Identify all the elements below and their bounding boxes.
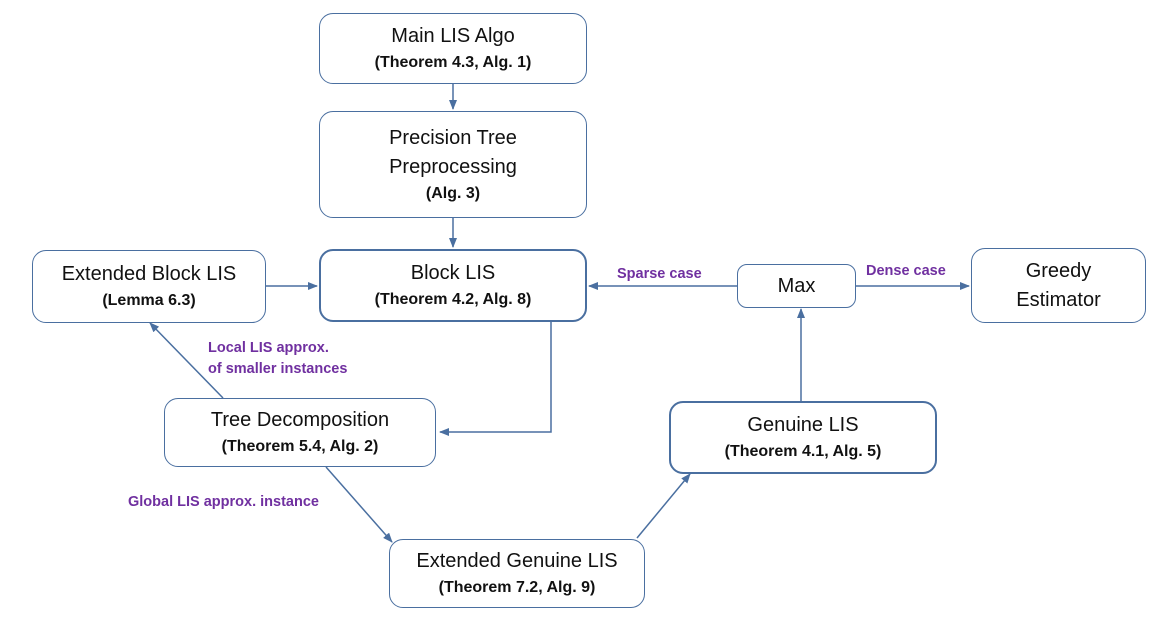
edge-extended-genuine-to-genuine <box>636 473 691 539</box>
dense-case-label: Dense case <box>866 263 946 279</box>
greedy-title-line2: Estimator <box>1016 288 1101 311</box>
local-approx-label-line2: of smaller instances <box>208 361 348 377</box>
precision-tree-title-line2: Preprocessing <box>389 155 517 178</box>
block-lis-ref: (Theorem 4.2, Alg. 8) <box>374 291 532 308</box>
precision-tree-title-line1: Precision Tree <box>389 126 517 149</box>
greedy-title-line1: Greedy <box>1025 259 1092 282</box>
edge-block-to-tree-decomposition <box>439 322 552 436</box>
genuine-lis-ref: (Theorem 4.1, Alg. 5) <box>724 443 882 460</box>
block-lis-title: Block LIS <box>410 262 496 284</box>
precision-tree-ref: (Alg. 3) <box>425 184 481 202</box>
greedy-estimator-box: Greedy Estimator <box>971 248 1146 323</box>
precision-tree-preprocessing-box: Precision Tree Preprocessing (Alg. 3) <box>319 111 587 218</box>
extended-block-lis-ref: (Lemma 6.3) <box>102 292 196 309</box>
main-lis-algo-box: Main LIS Algo (Theorem 4.3, Alg. 1) <box>319 13 587 84</box>
extended-genuine-lis-box: Extended Genuine LIS (Theorem 7.2, Alg. … <box>389 539 645 608</box>
tree-decomposition-ref: (Theorem 5.4, Alg. 2) <box>221 438 379 455</box>
sparse-case-label: Sparse case <box>617 266 702 282</box>
global-approx-label: Global LIS approx. instance <box>128 494 319 510</box>
extended-block-lis-box: Extended Block LIS (Lemma 6.3) <box>32 250 266 323</box>
local-approx-label-line1: Local LIS approx. <box>208 340 329 356</box>
block-lis-box: Block LIS (Theorem 4.2, Alg. 8) <box>319 249 587 322</box>
extended-genuine-lis-title: Extended Genuine LIS <box>416 550 618 572</box>
edge-tree-decomposition-to-extended-genuine <box>325 466 393 543</box>
max-box: Max <box>737 264 856 308</box>
extended-genuine-lis-ref: (Theorem 7.2, Alg. 9) <box>438 579 596 596</box>
edge-tree-decomposition-to-extended-block <box>149 322 224 399</box>
genuine-lis-title: Genuine LIS <box>747 414 859 436</box>
main-lis-algo-title: Main LIS Algo <box>391 25 515 47</box>
extended-block-lis-title: Extended Block LIS <box>61 263 237 285</box>
tree-decomposition-title: Tree Decomposition <box>210 409 390 431</box>
max-title: Max <box>777 274 816 297</box>
main-lis-algo-ref: (Theorem 4.3, Alg. 1) <box>374 54 532 71</box>
genuine-lis-box: Genuine LIS (Theorem 4.1, Alg. 5) <box>669 401 937 474</box>
tree-decomposition-box: Tree Decomposition (Theorem 5.4, Alg. 2) <box>164 398 436 467</box>
